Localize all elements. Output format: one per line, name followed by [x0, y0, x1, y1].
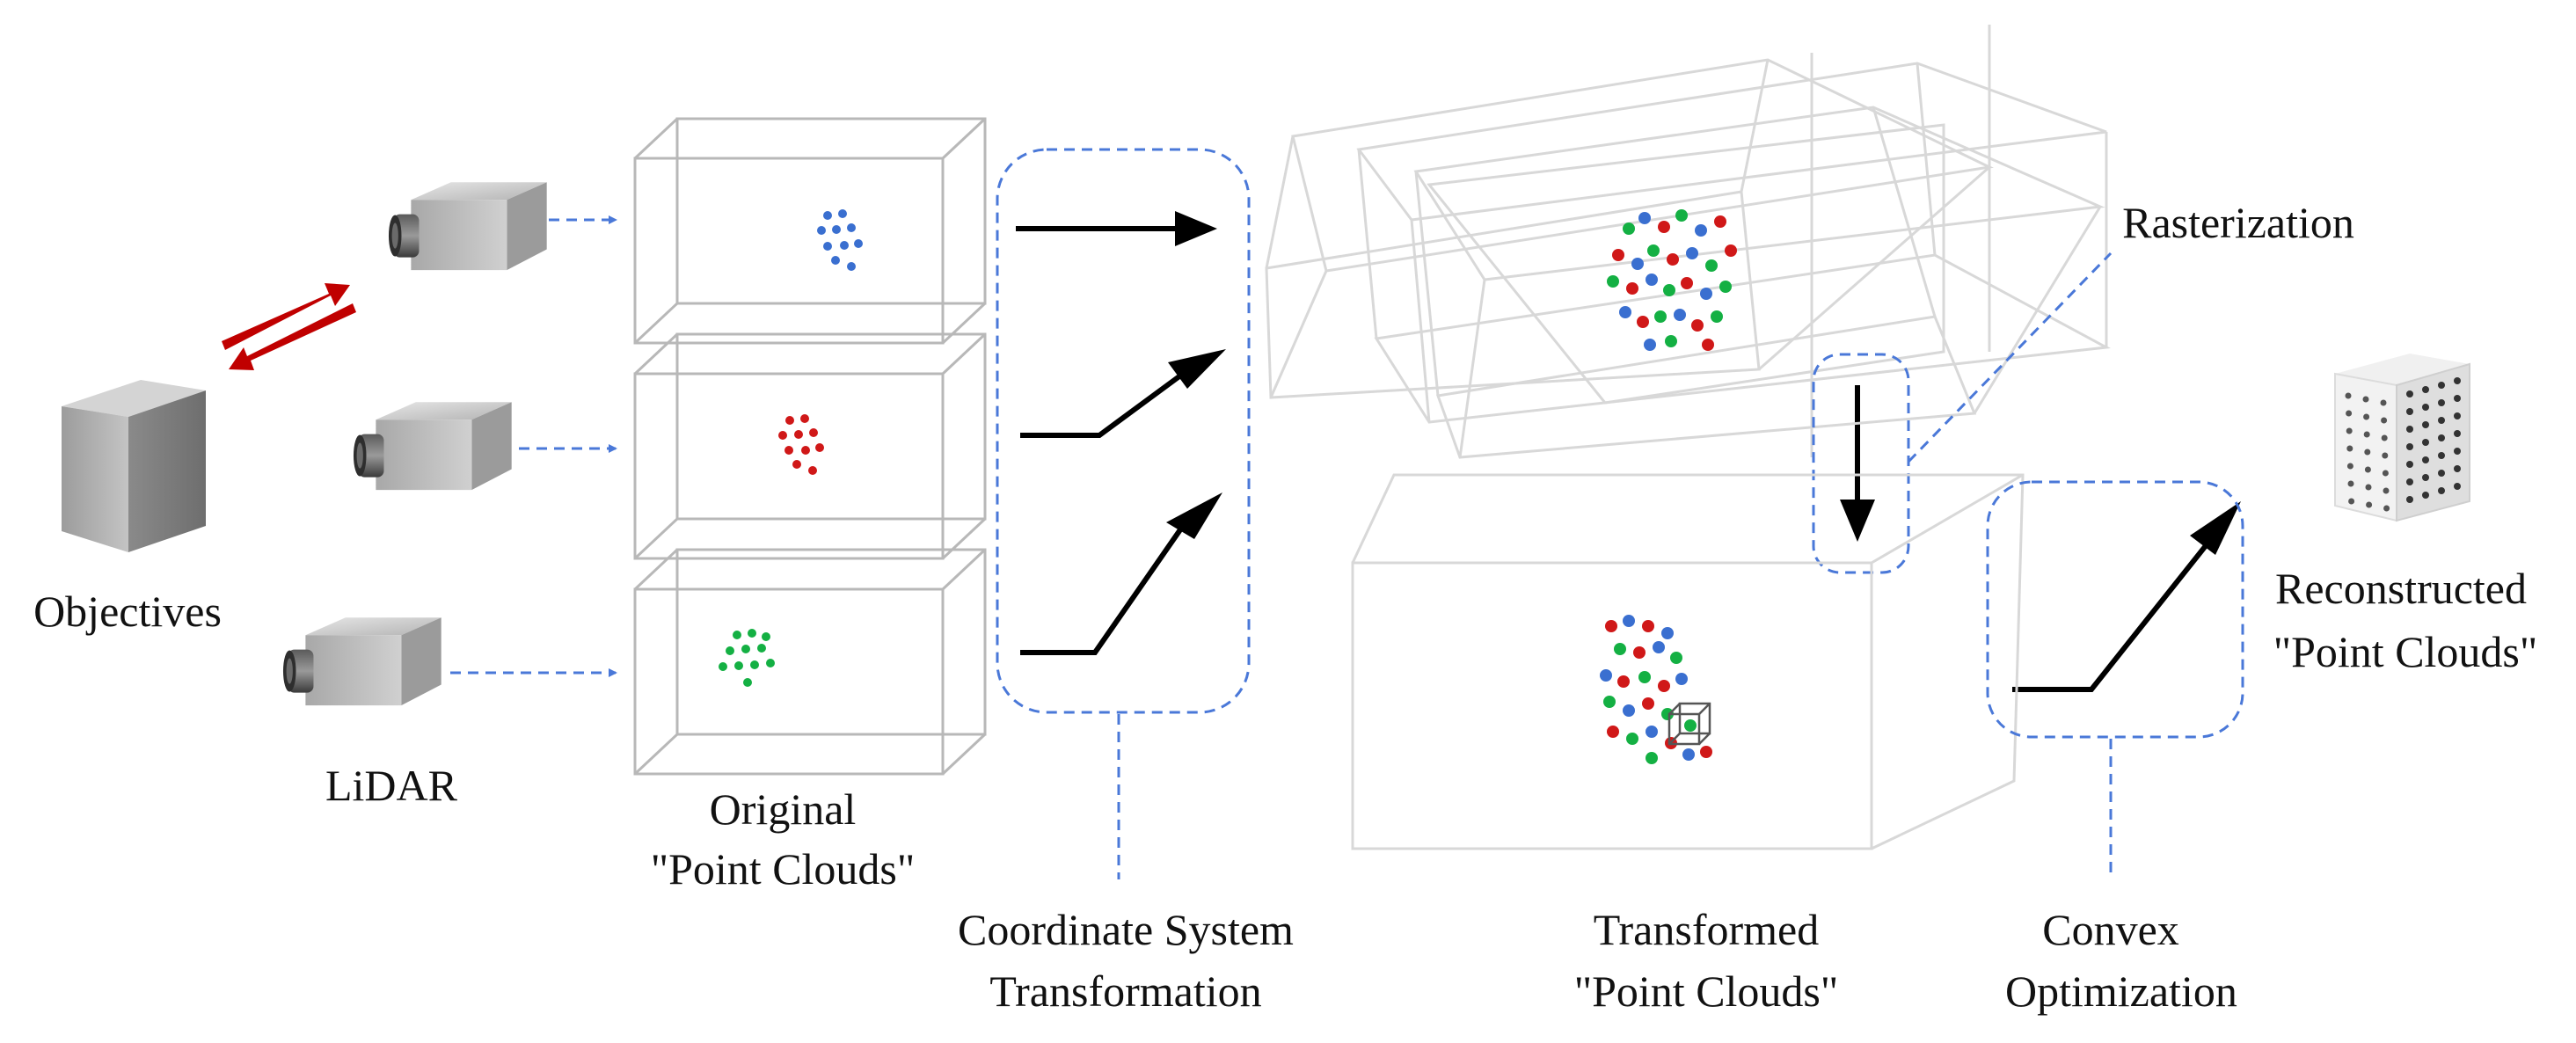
cube-dot	[2422, 421, 2429, 428]
lidar-camera-icon	[388, 182, 547, 271]
cube-dot	[2380, 399, 2387, 406]
reconstructed-label-line1: Reconstructed	[2274, 564, 2527, 613]
reconstructed-cube-icon	[2334, 354, 2470, 522]
transformed-label-line2: "Point Clouds"	[1573, 966, 1839, 1016]
mixed-point-cloud-lower	[1600, 615, 1712, 764]
cube-dot	[2406, 408, 2413, 415]
convex-optimization-region	[1986, 480, 2244, 739]
green-point-cluster	[719, 629, 775, 687]
cube-dot	[2406, 390, 2413, 398]
cube-dot	[2365, 484, 2372, 491]
cube-dot	[2383, 505, 2390, 512]
cube-dot	[2422, 439, 2429, 446]
transformed-box	[1351, 473, 2025, 850]
coordinate-label-line1: Coordinate System	[958, 905, 1294, 954]
red-point-cluster	[778, 414, 824, 475]
transformed-frames	[1265, 25, 2111, 459]
cube-dot	[2454, 465, 2461, 472]
cube-dot	[2454, 377, 2461, 384]
cube-dot	[2381, 417, 2388, 424]
cube-dot	[2406, 426, 2413, 433]
cube-dot	[2438, 452, 2445, 459]
cube-dot	[2438, 417, 2445, 424]
cube-dot	[2406, 478, 2413, 485]
rasterization-region	[1812, 353, 1910, 574]
original-label-line2: "Point Clouds"	[650, 844, 916, 893]
cube-dot	[2422, 386, 2429, 393]
cube-dot	[2454, 412, 2461, 419]
cube-dot	[2382, 470, 2389, 477]
lidar-label: LiDAR	[325, 761, 457, 810]
cube-dot	[2406, 461, 2413, 468]
coordinate-label-line2: Transformation	[989, 966, 1262, 1016]
cube-dot	[2364, 449, 2371, 456]
cube-dot	[2363, 413, 2370, 420]
camera-to-box-arrows	[450, 215, 617, 677]
cube-dot	[2438, 470, 2445, 477]
transformed-label-line1: Transformed	[1593, 905, 1820, 954]
cube-dot	[2454, 430, 2461, 437]
lidar-camera-icon	[353, 402, 512, 491]
cube-dot	[2406, 496, 2413, 503]
cube-dot	[2347, 480, 2354, 487]
original-box-1	[633, 117, 987, 345]
lidar-camera-icon	[282, 617, 441, 706]
objective-cube-icon	[62, 380, 206, 552]
rasterization-label: Rasterization	[2122, 198, 2354, 247]
cube-dot	[2346, 427, 2353, 434]
original-box-3	[633, 548, 987, 776]
red-exchange-arrows-icon	[222, 283, 356, 370]
convex-label-line1: Convex	[2042, 905, 2179, 954]
voxel-cube-icon	[1667, 702, 1711, 746]
cube-dot	[2346, 463, 2353, 470]
cube-dot	[2454, 448, 2461, 455]
cube-dot	[2363, 431, 2370, 438]
cube-dot	[2438, 382, 2445, 389]
objectives-label: Objectives	[33, 587, 222, 636]
cube-dot	[2382, 452, 2389, 459]
cube-dot	[2364, 466, 2371, 473]
cube-dot	[2381, 434, 2388, 441]
convex-label-line2: Optimization	[2005, 966, 2237, 1016]
original-box-2	[633, 332, 987, 560]
cube-dot	[2454, 395, 2461, 402]
cube-dot	[2348, 498, 2355, 505]
cube-dot	[2346, 445, 2353, 452]
cube-dot	[2438, 399, 2445, 406]
cube-dot	[2438, 487, 2445, 494]
cube-dot	[2438, 434, 2445, 441]
cube-dot	[2422, 492, 2429, 499]
blue-point-cluster	[817, 209, 863, 271]
cube-dot	[2362, 396, 2369, 403]
cube-dot	[2406, 443, 2413, 450]
cube-dot	[2454, 483, 2461, 490]
coordinate-transformation-region	[996, 148, 1251, 714]
transformation-arrows	[1016, 226, 2210, 692]
cube-dot	[2366, 501, 2373, 508]
cube-dot	[2346, 410, 2353, 417]
original-label-line1: Original	[709, 784, 857, 834]
cube-dot	[2422, 456, 2429, 463]
cube-dot	[2422, 404, 2429, 411]
cube-dot	[2383, 487, 2390, 494]
reconstructed-label-line2: "Point Clouds"	[2273, 627, 2538, 676]
rasterization-leader	[1907, 252, 2113, 463]
cube-dot	[2345, 392, 2352, 399]
arrow-heads	[1166, 211, 2241, 555]
mixed-point-cloud-upper	[1607, 209, 1737, 351]
cube-dot	[2422, 474, 2429, 481]
